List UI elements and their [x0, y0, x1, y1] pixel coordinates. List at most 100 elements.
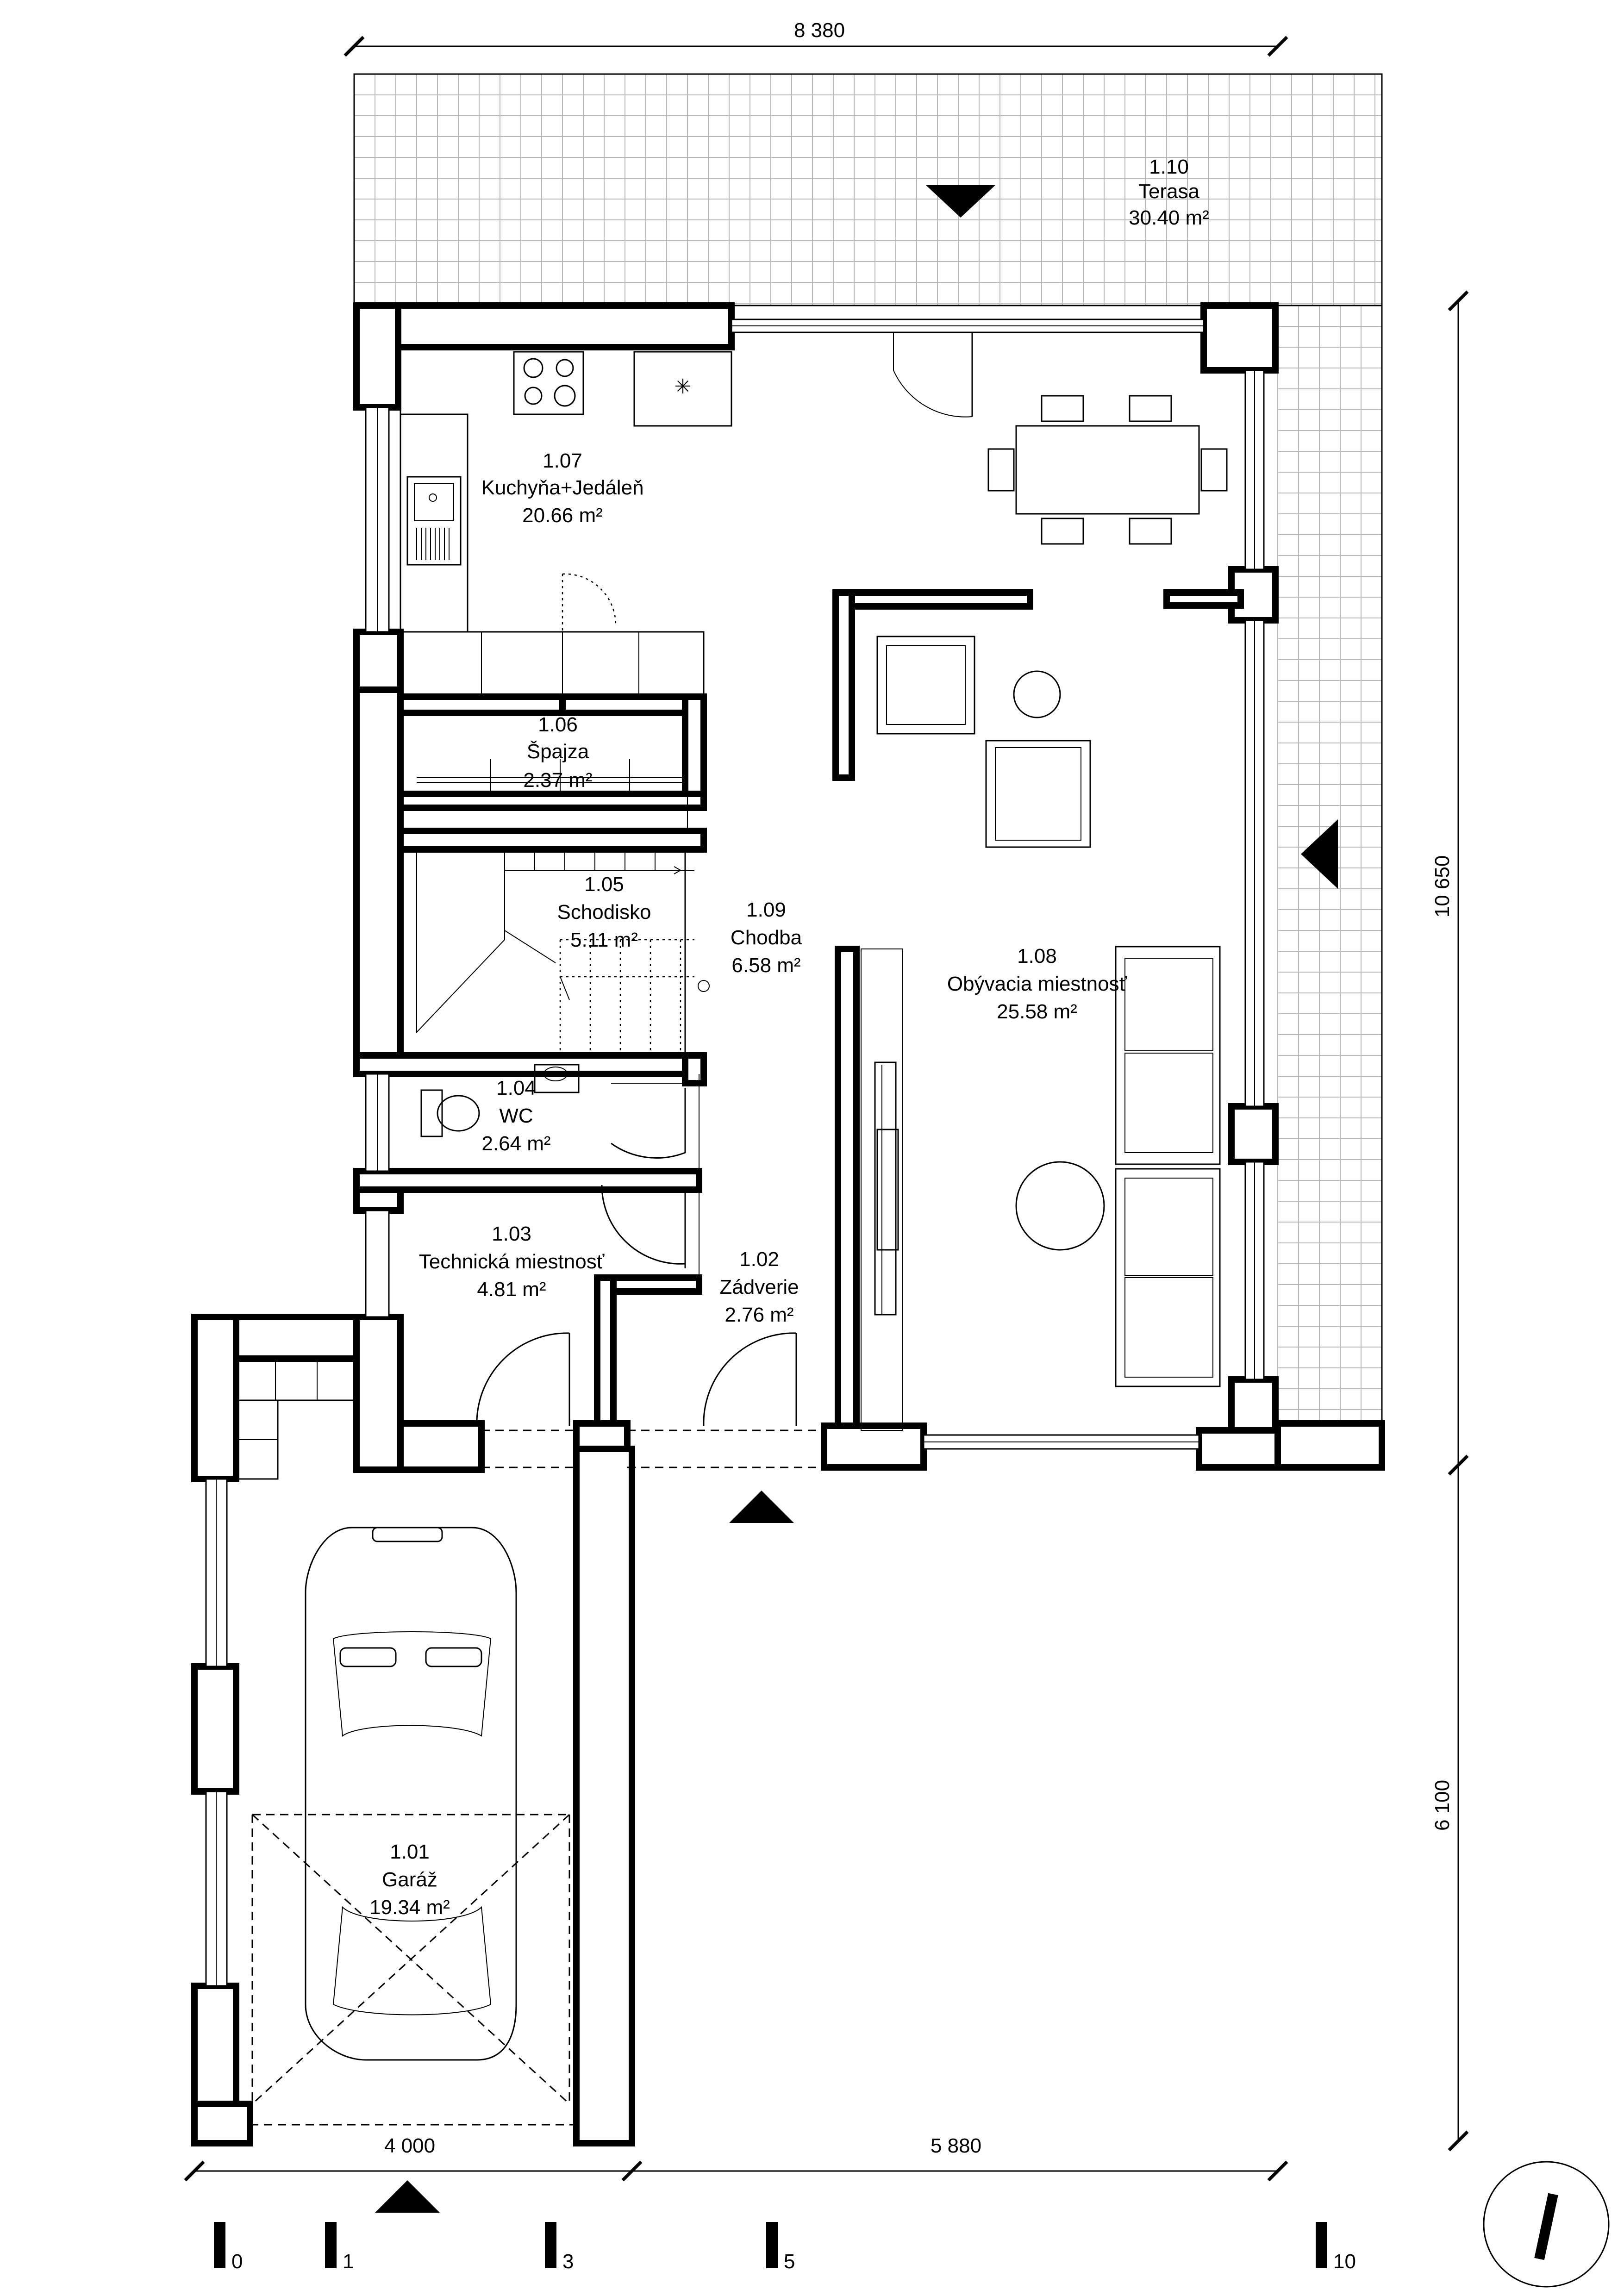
- chair: [1041, 395, 1084, 422]
- svg-text:1.10: 1.10: [1149, 156, 1189, 178]
- wc-fixtures: [420, 1064, 580, 1137]
- triangle-icon: [926, 185, 995, 218]
- wall-terrace-end: [1274, 1420, 1385, 1471]
- wall-pantry-bottom: [397, 791, 707, 811]
- svg-text:1.07: 1.07: [543, 449, 582, 472]
- svg-text:2.37 m²: 2.37 m²: [523, 769, 592, 792]
- side-table: [1013, 670, 1061, 718]
- svg-text:Špajza: Špajza: [527, 740, 589, 763]
- svg-text:5.11 m²: 5.11 m²: [570, 929, 638, 951]
- svg-text:1.09: 1.09: [746, 898, 786, 921]
- svg-text:2.64 m²: 2.64 m²: [481, 1132, 550, 1155]
- svg-text:1.08: 1.08: [1017, 945, 1057, 967]
- north-arrow-icon: [1483, 2161, 1610, 2288]
- wall-wc-tech: [353, 1168, 702, 1193]
- sofa: [1115, 1168, 1221, 1387]
- svg-text:30.40 m²: 30.40 m²: [1129, 206, 1209, 229]
- dim-right-lower: 6 100: [1431, 1780, 1454, 1831]
- burner-icon: [556, 359, 574, 377]
- svg-text:1.02: 1.02: [739, 1248, 779, 1271]
- scale-label: 10: [1333, 2250, 1356, 2273]
- garage-shelves: [235, 1358, 357, 1480]
- wall-west-mid: [353, 686, 404, 1059]
- svg-text:1.06: 1.06: [538, 713, 578, 736]
- svg-text:Technická miestnosť: Technická miestnosť: [419, 1250, 605, 1273]
- svg-text:4.81 m²: 4.81 m²: [477, 1278, 546, 1301]
- dim-bottom-right: 5 880: [931, 2134, 981, 2157]
- wall-kitchen-corner: [353, 302, 401, 411]
- room-label-1-05: 1.05 Schodisko 5.11 m²: [557, 873, 651, 951]
- wall-kitchen-top: [353, 302, 735, 350]
- burner-icon: [524, 387, 543, 405]
- sink: [406, 476, 462, 566]
- burner-icon: [554, 385, 576, 407]
- wall-stair-bottom: [353, 1052, 707, 1077]
- wall-living-left: [832, 589, 855, 781]
- room-label-1-03: 1.03 Technická miestnosť 4.81 m²: [419, 1223, 605, 1301]
- scale-label: 5: [784, 2250, 795, 2273]
- fridge: [633, 351, 732, 427]
- wall-garage-base-w: [191, 2101, 253, 2146]
- scale-label: 0: [231, 2250, 243, 2273]
- svg-text:WC: WC: [499, 1104, 533, 1127]
- svg-text:Kuchyňa+Jedáleň: Kuchyňa+Jedáleň: [481, 476, 643, 499]
- wall-west-pantry: [353, 629, 404, 695]
- room-label-1-07: 1.07 Kuchyňa+Jedáleň 20.66 m²: [481, 449, 643, 527]
- wall-stair-stub: [682, 1052, 707, 1086]
- svg-text:Garáž: Garáž: [382, 1868, 437, 1891]
- svg-text:Zádverie: Zádverie: [719, 1276, 799, 1298]
- chair: [1041, 518, 1084, 545]
- wall-foyer-left: [594, 1274, 617, 1429]
- svg-text:19.34 m²: 19.34 m²: [369, 1896, 450, 1919]
- dim-bottom-left: 4 000: [384, 2134, 435, 2157]
- svg-text:1.01: 1.01: [390, 1841, 430, 1863]
- dining-table: [987, 395, 1228, 545]
- wall-column-e2: [1228, 1103, 1279, 1165]
- svg-text:1.03: 1.03: [492, 1223, 531, 1245]
- burner-icon: [523, 358, 543, 378]
- svg-text:2.76 m²: 2.76 m²: [725, 1304, 793, 1326]
- svg-text:20.66 m²: 20.66 m²: [522, 504, 603, 527]
- wall-garage-west-top: [191, 1314, 239, 1482]
- dimension-lines: 8 380 10 650 6 100 4 000 5 880: [184, 19, 1469, 2182]
- scale-bar: 0 1 3 5 10: [214, 2222, 1356, 2273]
- wall-base-se: [1196, 1427, 1281, 1471]
- scale-label: 1: [343, 2250, 354, 2273]
- svg-text:25.58 m²: 25.58 m²: [997, 1000, 1077, 1023]
- armchair: [876, 636, 975, 735]
- tv-unit: [874, 1061, 897, 1316]
- chair: [1129, 395, 1172, 422]
- stairs: [400, 849, 710, 1056]
- svg-text:Obývacia miestnosť: Obývacia miestnosť: [947, 973, 1127, 995]
- wall-garage-tech: [353, 1314, 404, 1473]
- wall-garage-base-l: [397, 1420, 485, 1473]
- vent-icon: ✳: [675, 375, 692, 398]
- wall-living-top: [832, 589, 1033, 610]
- armchair: [985, 740, 1091, 848]
- svg-text:6.58 m²: 6.58 m²: [731, 954, 800, 977]
- chair: [987, 448, 1015, 492]
- room-labels: 1.10 Terasa 30.40 m² 1.07 Kuchyňa+Jedále…: [369, 156, 1209, 1919]
- triangle-icon: [729, 1491, 794, 1523]
- room-label-1-08: 1.08 Obývacia miestnosť 25.58 m²: [947, 945, 1127, 1023]
- room-label-1-02: 1.02 Zádverie 2.76 m²: [719, 1248, 799, 1326]
- room-label-1-10: 1.10 Terasa 30.40 m²: [1129, 156, 1209, 229]
- wall-stair-top: [397, 828, 707, 853]
- doors: [476, 333, 973, 1426]
- chair: [1200, 448, 1228, 492]
- wall-stub-e: [1163, 589, 1244, 609]
- scale-label: 3: [562, 2250, 574, 2273]
- stove: [513, 351, 584, 415]
- sofa: [1115, 946, 1221, 1165]
- wall-pantry-top-l: [397, 693, 566, 716]
- coffee-table: [1015, 1161, 1105, 1251]
- svg-text:1.05: 1.05: [584, 873, 624, 896]
- triangle-icon: [1301, 819, 1338, 889]
- toilet-tank: [420, 1089, 443, 1137]
- triangle-icon: [375, 2180, 440, 2213]
- room-label-1-01: 1.01 Garáž 19.34 m²: [369, 1841, 450, 1919]
- svg-text:Chodba: Chodba: [731, 926, 802, 949]
- svg-text:1.04: 1.04: [496, 1077, 536, 1099]
- toilet-bowl: [437, 1095, 480, 1132]
